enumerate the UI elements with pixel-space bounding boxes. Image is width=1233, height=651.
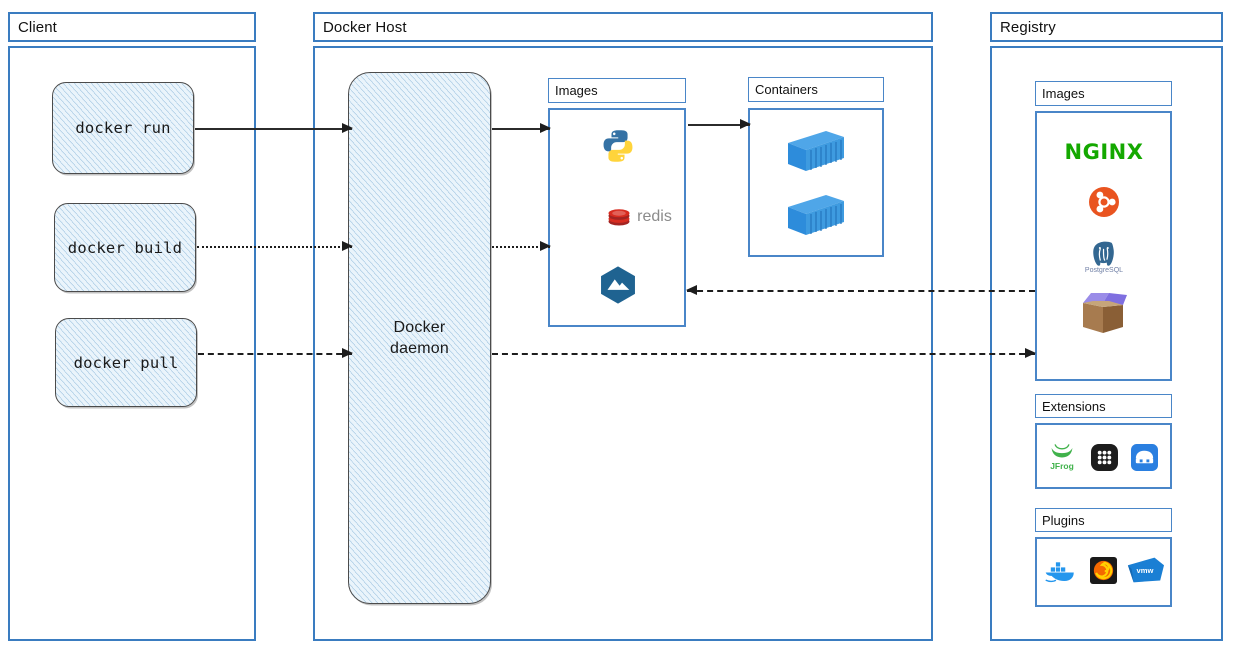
hexagon-mountain-logo-icon — [596, 263, 640, 307]
postgresql-logo-icon: PostgreSQL — [1082, 235, 1126, 277]
docker-host-title-label: Docker Host — [323, 18, 407, 36]
container-icon-1 — [785, 128, 847, 173]
docker-daemon-box[interactable]: Docker daemon — [348, 72, 491, 604]
container-icon-2 — [785, 192, 847, 237]
docker-daemon-label: Docker daemon — [389, 319, 450, 357]
package-box-icon — [1078, 288, 1132, 336]
registry-title-label: Registry — [1000, 18, 1056, 36]
docker-run-label: docker run — [75, 119, 171, 137]
registry-extensions-title: Extensions — [1035, 394, 1172, 418]
registry-plugins-title-label: Plugins — [1042, 512, 1085, 528]
redis-logo-label: redis — [637, 208, 672, 225]
registry-images-title-label: Images — [1042, 86, 1085, 101]
host-containers-title: Containers — [748, 77, 884, 102]
redis-logo-icon: redis — [592, 203, 687, 231]
docker-build-label: docker build — [67, 238, 183, 257]
svg-text:vmw: vmw — [1137, 566, 1154, 575]
jfrog-logo-icon: JFrog — [1046, 441, 1078, 473]
docker-build-box[interactable]: docker build — [54, 203, 196, 292]
client-title-label: Client — [18, 18, 57, 36]
client-panel-title: Client — [8, 12, 256, 42]
ubuntu-logo-icon — [1087, 185, 1121, 219]
host-images-title-label: Images — [555, 83, 598, 98]
nginx-logo-icon: NGINX — [1062, 139, 1146, 165]
blue-archive-icon — [1130, 443, 1158, 471]
registry-plugins-title: Plugins — [1035, 508, 1172, 532]
host-containers-title-label: Containers — [755, 82, 818, 97]
postgresql-logo-label: PostgreSQL — [1084, 266, 1124, 274]
docker-host-panel-title: Docker Host — [313, 12, 933, 42]
registry-images-title: Images — [1035, 81, 1172, 106]
host-containers-body — [748, 108, 884, 257]
nginx-logo-label: NGINX — [1064, 140, 1144, 164]
docker-pull-box[interactable]: docker pull — [55, 318, 197, 407]
python-logo-icon — [598, 126, 638, 166]
app-grid-icon — [1090, 443, 1118, 471]
host-images-title: Images — [548, 78, 686, 103]
docker-whale-logo-icon — [1043, 558, 1079, 586]
registry-panel-title: Registry — [990, 12, 1223, 42]
registry-extensions-title-label: Extensions — [1042, 398, 1106, 414]
grafana-logo-icon — [1089, 556, 1117, 584]
jfrog-logo-label: JFrog — [1050, 460, 1074, 471]
docker-run-box[interactable]: docker run — [52, 82, 194, 174]
docker-pull-label: docker pull — [73, 353, 179, 372]
vmware-logo-icon: vmw — [1126, 555, 1164, 585]
